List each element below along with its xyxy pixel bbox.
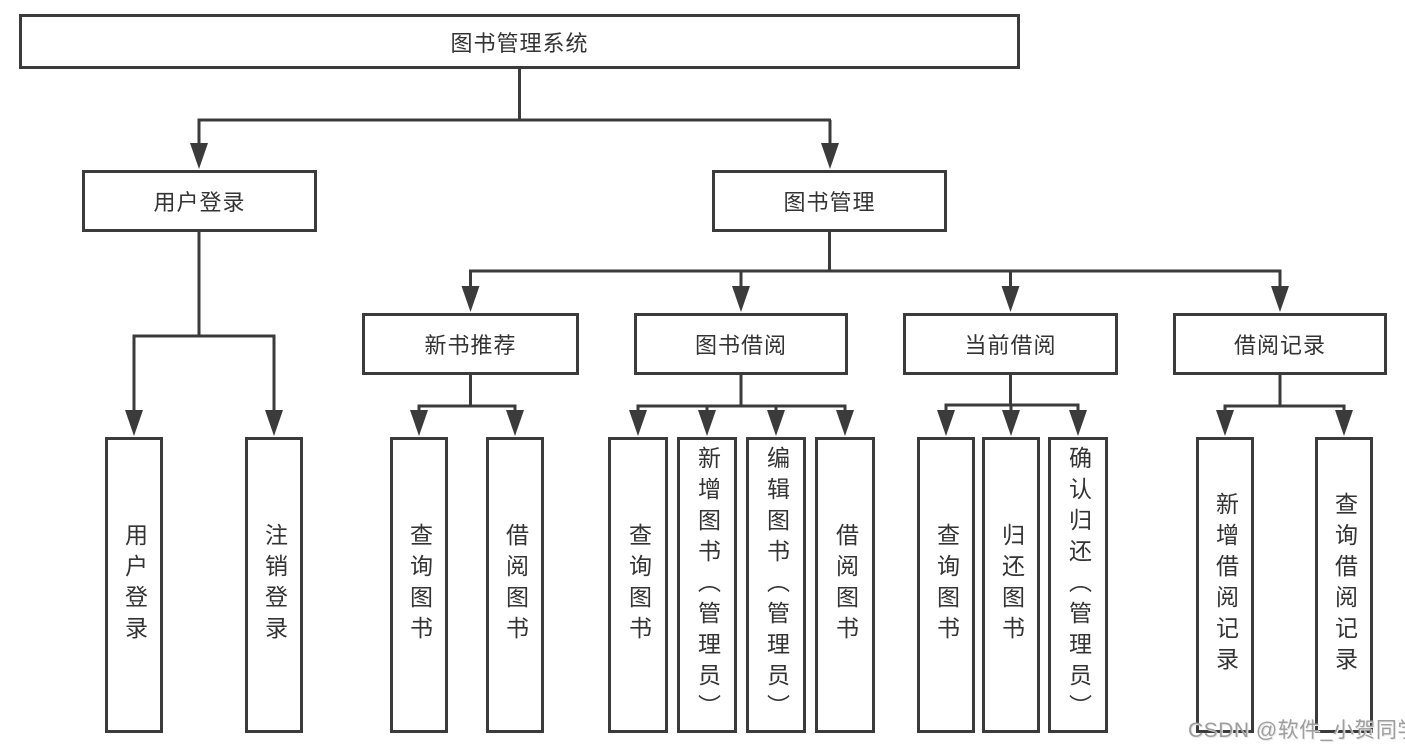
leaf-return-book-label: 归还图书 <box>998 523 1025 647</box>
leaf-add-book-admin: 新增图书（管理员） <box>677 437 737 733</box>
node-book-management: 图书管理 <box>712 170 947 232</box>
arrowheads <box>125 143 1353 436</box>
leaf-confirm-return-admin-label: 确认归还（管理员） <box>1065 445 1092 725</box>
leaf-query-borrow-record: 查询借阅记录 <box>1315 437 1373 733</box>
leaf-return-book: 归还图书 <box>982 437 1040 733</box>
leaf-query-books-current-label: 查询图书 <box>933 523 960 647</box>
leaf-query-books-recommend: 查询图书 <box>390 437 448 733</box>
node-library-management-system: 图书管理系统 <box>19 14 1020 69</box>
leaf-user-login: 用户登录 <box>105 437 163 733</box>
leaf-add-borrow-record-label: 新增借阅记录 <box>1212 492 1239 678</box>
leaf-query-books-recommend-label: 查询图书 <box>406 523 433 647</box>
node-borrowing-records: 借阅记录 <box>1173 313 1387 375</box>
leaf-add-book-admin-label: 新增图书（管理员） <box>694 445 721 725</box>
node-book-borrowing: 图书借阅 <box>634 313 848 375</box>
leaf-borrow-books: 借阅图书 <box>815 437 875 733</box>
leaf-add-borrow-record: 新增借阅记录 <box>1196 437 1254 733</box>
leaf-logout: 注销登录 <box>245 437 303 733</box>
csdn-watermark: CSDN @软件_小贺同学 <box>1188 719 1405 742</box>
leaf-borrow-books-recommend-label: 借阅图书 <box>502 523 529 647</box>
leaf-edit-book-admin: 编辑图书（管理员） <box>746 437 806 733</box>
node-user-login: 用户登录 <box>82 170 317 232</box>
leaf-borrow-books-recommend: 借阅图书 <box>486 437 544 733</box>
leaf-borrow-books-label: 借阅图书 <box>832 523 859 647</box>
leaf-logout-label: 注销登录 <box>261 523 288 647</box>
leaf-query-borrow-record-label: 查询借阅记录 <box>1331 492 1358 678</box>
leaf-user-login-label: 用户登录 <box>121 523 148 647</box>
node-current-borrowing: 当前借阅 <box>903 313 1118 375</box>
leaf-query-books-borrowing: 查询图书 <box>608 437 668 733</box>
leaf-query-books-current: 查询图书 <box>917 437 975 733</box>
leaf-query-books-borrowing-label: 查询图书 <box>625 523 652 647</box>
node-new-book-recommendation: 新书推荐 <box>362 313 579 375</box>
leaf-edit-book-admin-label: 编辑图书（管理员） <box>763 445 790 725</box>
leaf-confirm-return-admin: 确认归还（管理员） <box>1048 437 1108 733</box>
